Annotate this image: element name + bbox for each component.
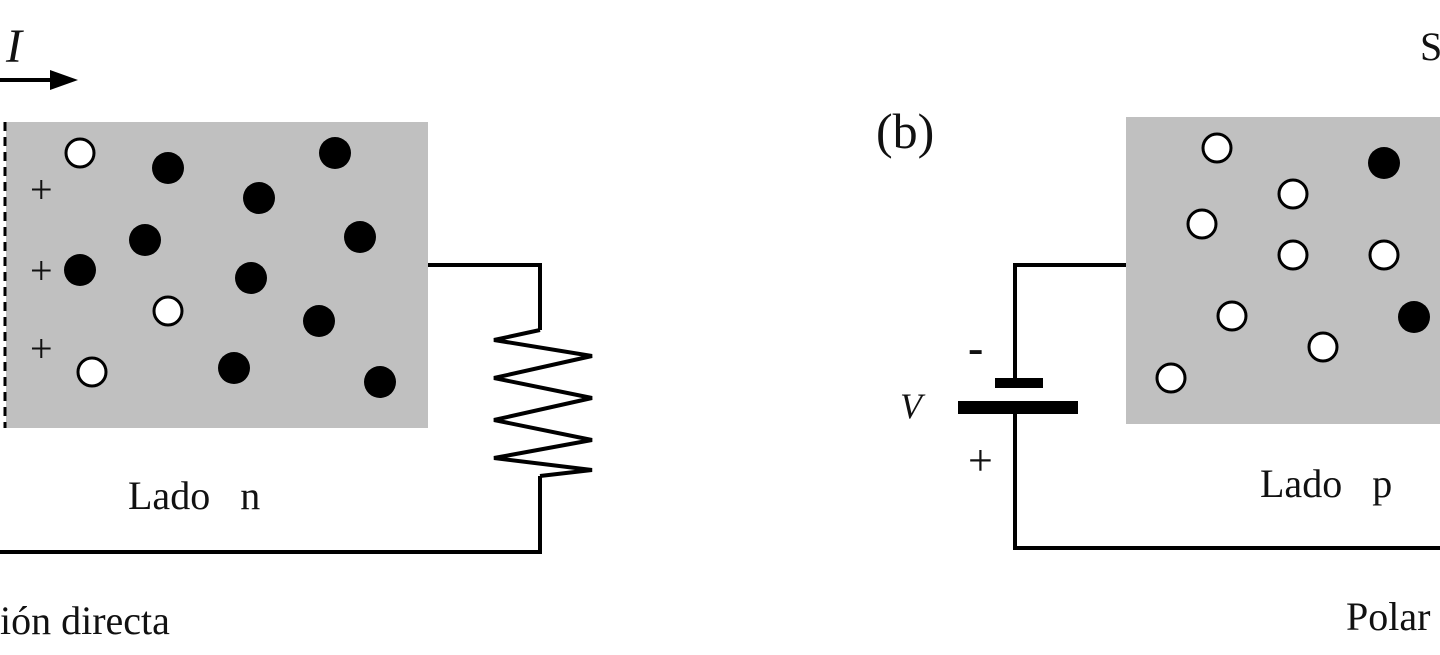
top-text-right: S bbox=[1420, 24, 1440, 69]
electron-dot-icon bbox=[64, 137, 396, 398]
battery-plus-sign: + bbox=[968, 436, 993, 485]
battery-icon bbox=[958, 378, 1078, 414]
caption-right: Polar bbox=[1346, 594, 1430, 639]
battery-voltage-label: V bbox=[900, 386, 926, 426]
hole-circle-icon bbox=[1155, 132, 1400, 394]
electron-dot-icon bbox=[1368, 147, 1430, 333]
resistor-zigzag-icon bbox=[493, 328, 593, 478]
right-wiring bbox=[1013, 263, 1440, 550]
current-label: I bbox=[5, 20, 24, 73]
hole-circle-icon bbox=[64, 137, 184, 388]
junction-charge: + bbox=[30, 326, 53, 371]
current-arrow-icon bbox=[0, 70, 78, 90]
caption-left: ión directa bbox=[0, 598, 170, 643]
junction-charge: + bbox=[30, 167, 53, 212]
left-panel: I + + + bbox=[0, 20, 593, 643]
panel-label-b: (b) bbox=[876, 103, 934, 159]
junction-charge: + bbox=[30, 248, 53, 293]
left-wiring bbox=[0, 263, 593, 554]
region-label-p: Lado p bbox=[1260, 461, 1392, 506]
battery-minus-sign: - bbox=[968, 322, 983, 373]
right-panel: (b) S - + V bbox=[876, 24, 1440, 639]
region-label-n: Lado n bbox=[128, 473, 260, 518]
